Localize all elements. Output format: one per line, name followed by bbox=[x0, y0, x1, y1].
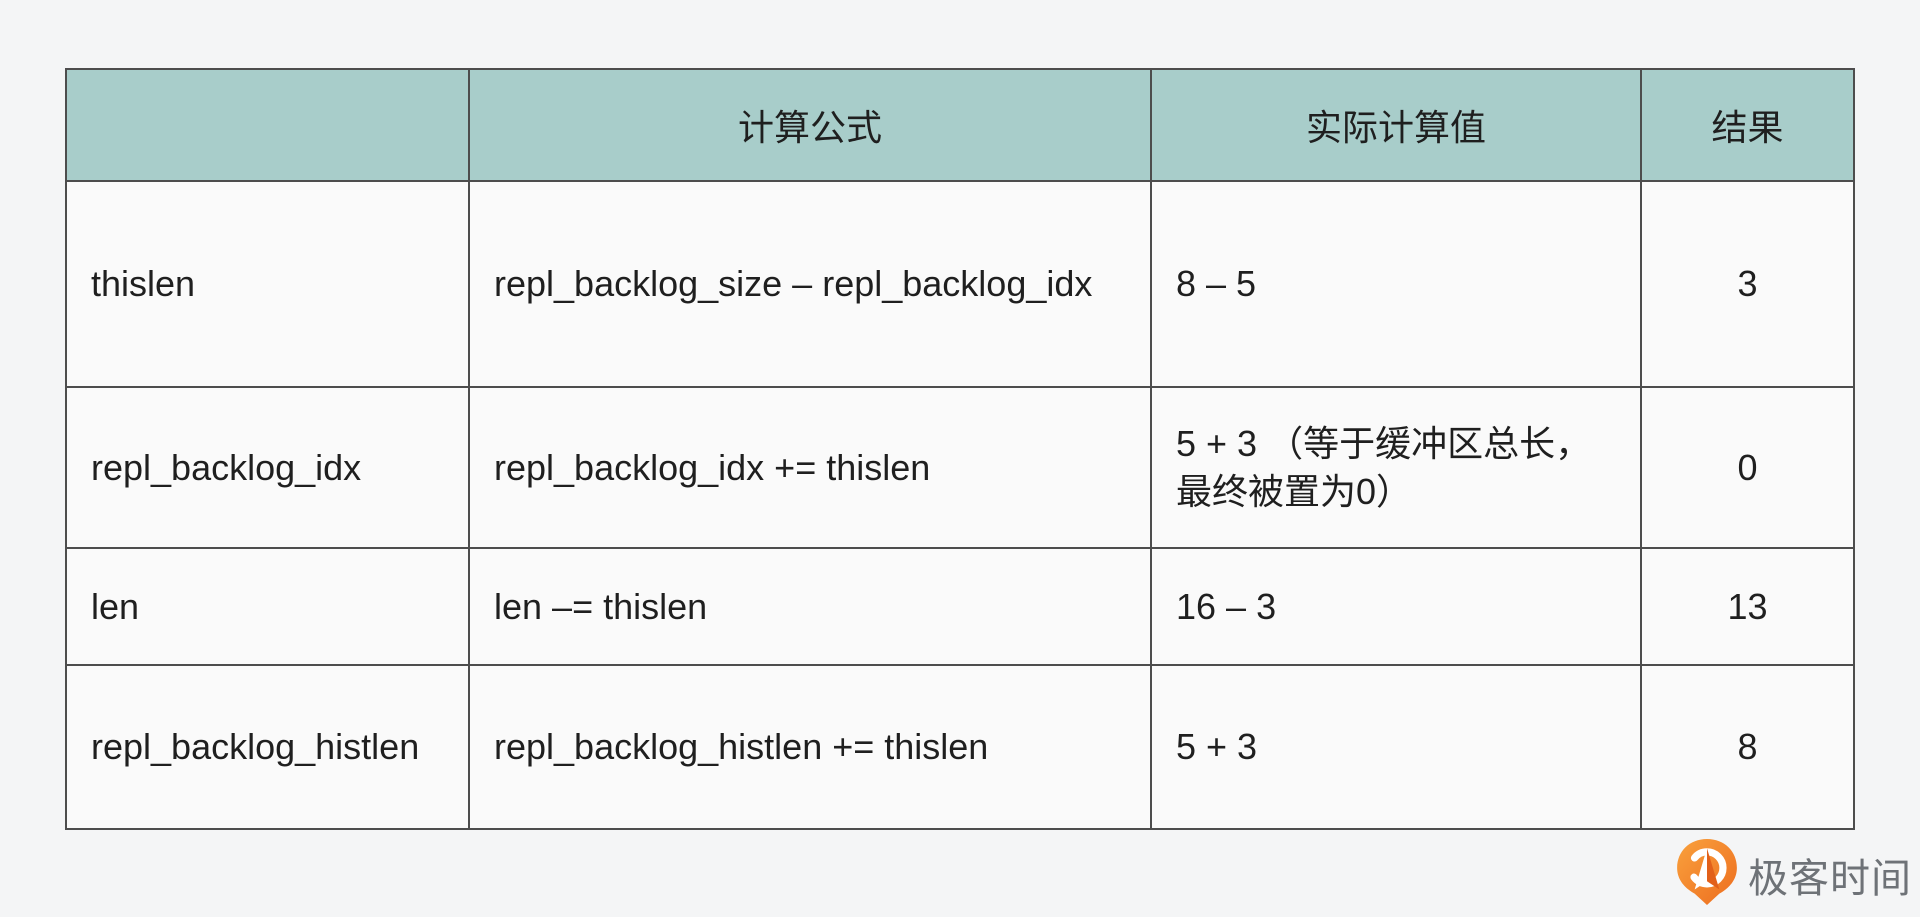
cell-variable-name: thislen bbox=[65, 180, 470, 388]
table-row: len len –= thislen 16 – 3 13 bbox=[65, 547, 1855, 666]
cell-variable-name: repl_backlog_idx bbox=[65, 386, 470, 549]
cell-formula: len –= thislen bbox=[468, 547, 1152, 666]
cell-actual-value: 5 + 3 （等于缓冲区总长， 最终被置为0） bbox=[1150, 386, 1642, 549]
cell-variable-name: repl_backlog_histlen bbox=[65, 664, 470, 830]
table-header: 计算公式 实际计算值 结果 bbox=[65, 68, 1855, 182]
cell-result: 13 bbox=[1640, 547, 1855, 666]
cell-actual-value: 8 – 5 bbox=[1150, 180, 1642, 388]
cell-result: 3 bbox=[1640, 180, 1855, 388]
brand-watermark: 极客时间 bbox=[1674, 838, 1912, 911]
cell-result: 0 bbox=[1640, 386, 1855, 549]
geektime-logo-icon bbox=[1674, 838, 1740, 911]
brand-name: 极客时间 bbox=[1748, 856, 1912, 901]
calculation-table: 计算公式 实际计算值 结果 thislen repl_backlog_size … bbox=[65, 68, 1855, 830]
cell-variable-name: len bbox=[65, 547, 470, 666]
table-row: thislen repl_backlog_size – repl_backlog… bbox=[65, 180, 1855, 388]
cell-result: 8 bbox=[1640, 664, 1855, 830]
cell-formula: repl_backlog_idx += thislen bbox=[468, 386, 1152, 549]
column-header-formula: 计算公式 bbox=[468, 68, 1152, 182]
column-header-variable bbox=[65, 68, 470, 182]
header-row: 计算公式 实际计算值 结果 bbox=[65, 68, 1855, 182]
cell-formula: repl_backlog_size – repl_backlog_idx bbox=[468, 180, 1152, 388]
column-header-actual-value: 实际计算值 bbox=[1150, 68, 1642, 182]
cell-formula: repl_backlog_histlen += thislen bbox=[468, 664, 1152, 830]
table-row: repl_backlog_histlen repl_backlog_histle… bbox=[65, 664, 1855, 830]
table-row: repl_backlog_idx repl_backlog_idx += thi… bbox=[65, 386, 1855, 549]
cell-actual-value: 5 + 3 bbox=[1150, 664, 1642, 830]
cell-actual-value: 16 – 3 bbox=[1150, 547, 1642, 666]
column-header-result: 结果 bbox=[1640, 68, 1855, 182]
